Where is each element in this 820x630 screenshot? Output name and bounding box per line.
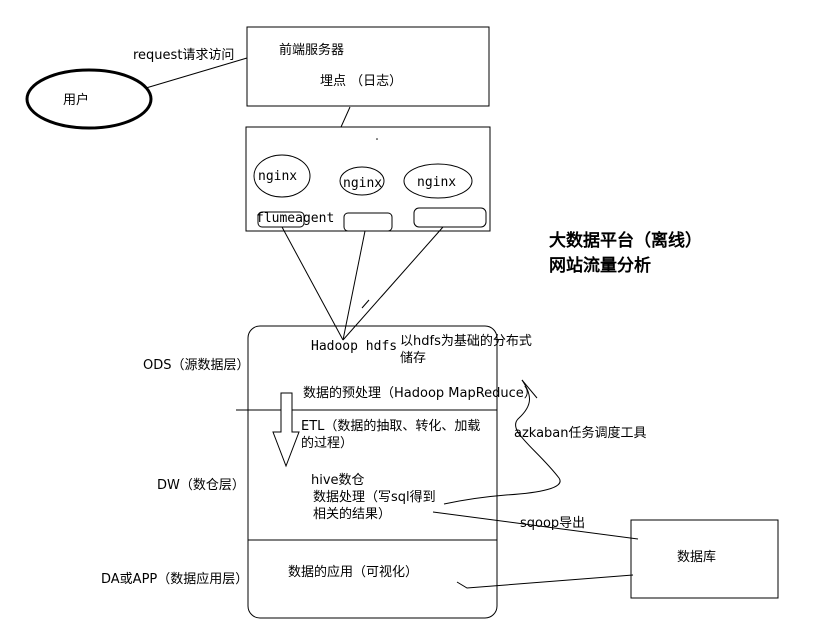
- azkaban-label: azkaban任务调度工具: [514, 426, 647, 441]
- platform-title-line2: 网站流量分析: [549, 256, 651, 276]
- user-label: 用户: [63, 93, 90, 108]
- preprocess-label: 数据的预处理（Hadoop MapReduce）: [303, 386, 537, 401]
- nginx-node-3: [403, 163, 473, 199]
- nginx-node-2: [339, 166, 385, 196]
- dw-layer-label: DW（数仓层）: [157, 478, 245, 493]
- hdfs-label: Hadoop hdfs: [311, 339, 398, 354]
- azkaban-curve: [443, 379, 561, 505]
- flume-agent-box-3: [413, 207, 487, 228]
- hdfs-desc-line2: 储存: [400, 351, 427, 366]
- frontend-collector-connector: [340, 106, 351, 128]
- etl-line1: ETL（数据的抽取、转化、加载: [301, 419, 481, 434]
- nginx-node-1: [253, 154, 311, 198]
- flume-agent-box-2: [343, 212, 393, 232]
- collect-tick: [361, 299, 370, 309]
- app-return-line: [456, 574, 634, 589]
- collect-line-2: [342, 230, 366, 341]
- sqoop-line: [432, 511, 639, 540]
- frontend-title: 前端服务器: [279, 43, 345, 58]
- nginx-label-1: nginx: [258, 169, 298, 184]
- platform-box: [247, 325, 498, 619]
- collect-line-3: [342, 226, 444, 341]
- etl-line2: 的过程）: [301, 436, 354, 451]
- collect-line-1: [281, 226, 344, 341]
- flume-agent-box-1: [257, 211, 305, 228]
- hdfs-desc-line1: 以hdfs为基础的分布式: [400, 334, 532, 349]
- dot-mark: [376, 138, 378, 140]
- ods-layer-label: ODS（源数据层）: [143, 358, 250, 373]
- request-label: request请求访问: [133, 48, 235, 63]
- nginx-label-3: nginx: [417, 175, 457, 190]
- sqoop-label: sqoop导出: [520, 516, 586, 531]
- database-box: [630, 519, 779, 599]
- sql-line2: 相关的结果）: [313, 507, 392, 522]
- platform-title-line1: 大数据平台（离线）: [549, 231, 702, 251]
- frontend-subtitle: 埋点 （日志）: [320, 74, 403, 89]
- azkaban-tick: [521, 379, 538, 399]
- frontend-server-box: [246, 26, 490, 107]
- app-label: 数据的应用（可视化）: [288, 565, 419, 580]
- sql-line1: 数据处理（写sql得到: [313, 490, 436, 505]
- request-line: [145, 57, 248, 89]
- user-node: [25, 68, 153, 130]
- da-layer-label: DA或APP（数据应用层）: [101, 572, 249, 587]
- down-flow-arrow: [272, 392, 300, 468]
- hive-label: hive数仓: [311, 473, 365, 488]
- database-label: 数据库: [677, 550, 717, 565]
- flumeagent-label: flumeagent: [256, 211, 335, 226]
- nginx-label-2: nginx: [343, 176, 383, 191]
